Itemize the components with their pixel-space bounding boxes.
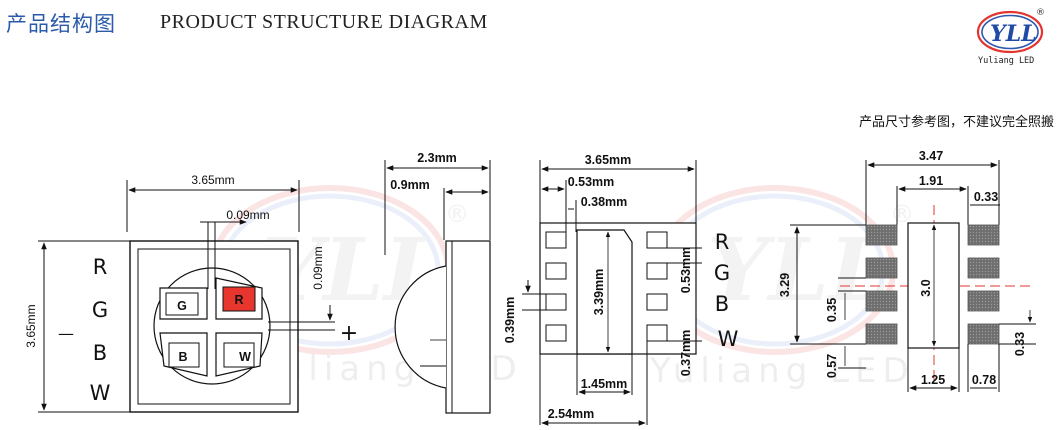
fp-gap-label: 0.35 [825,298,839,322]
logo-registered: ® [1036,8,1045,18]
chip-r-fill [222,286,256,312]
side-base-label: 0.9mm [390,178,430,192]
chip-b: B [159,332,208,377]
bottom-pad-gap-label: 0.37mm [679,330,693,377]
bottom-pad-h-left-label: 0.39mm [503,297,517,344]
fp-height-label: 3.29 [778,273,792,297]
watermark-registered: ® [445,200,469,228]
front-label-w: W [90,381,111,405]
front-view: 3.65mm 3.65mm 0.09mm 0.09mm G R [24,173,358,413]
front-gap-h-label: 0.09mm [226,208,269,222]
front-width-label: 3.65mm [191,173,234,187]
front-label-b: B [93,341,107,365]
page-title-en: PRODUCT STRUCTURE DIAGRAM [160,11,488,33]
side-view: 2.3mm 0.9mm [384,151,491,414]
fp-pad-w-label: 0.33 [974,190,998,204]
bottom-pad-offset-label: 0.53mm [568,175,615,189]
page-title-cn: 产品结构图 [6,12,116,36]
brand-logo: YLL ® Yuliang LED [976,8,1045,66]
bottom-pad-width-label: 0.38mm [581,195,628,209]
fp-width-label: 3.47 [919,149,943,163]
chip-r: R [215,277,263,320]
fp-pitch-label: 1.25 [921,373,945,387]
watermark-mark-2: YLL [707,220,889,321]
chip-b-label: B [178,350,187,364]
bottom-label-w: W [718,327,739,351]
bottom-width-label: 3.65mm [585,153,632,167]
bottom-label-g: G [714,261,730,285]
fp-pad-h-right-label: 0.33 [1013,332,1027,356]
chip-g-label: G [177,299,187,313]
bottom-label-r: R [715,230,730,254]
chip-g: G [159,287,208,320]
bottom-pad-h-right-label: 0.53mm [679,247,693,294]
footprint-view: 3.47 1.91 0.33 3.0 3.29 0.35 [778,149,1036,392]
front-label-g: G [92,298,108,322]
front-height-label: 3.65mm [24,304,38,347]
reference-note: 产品尺寸参考图，不建议完全照搬 [858,115,1054,130]
bottom-center-w-label: 1.45mm [581,377,628,391]
chip-w: W [215,332,263,377]
front-label-r: R [93,255,108,279]
chip-r-label: R [234,293,243,307]
front-gap-v-label: 0.09mm [311,246,325,289]
fp-pad-len-label: 0.78 [972,373,996,387]
fp-center-h-label: 3.0 [919,279,933,296]
fp-center-w-label: 1.91 [919,174,943,188]
polarity-minus: — [58,324,74,343]
watermark-text-2: Yuliang LED [649,351,915,391]
side-total-label: 2.3mm [417,151,457,165]
bottom-view: 3.65mm 0.53mm 0.38mm 3.39mm 0.39mm 0.53m… [503,153,739,426]
polarity-plus: + [340,321,358,346]
chip-w-label: W [239,350,251,364]
bottom-label-b: B [715,292,729,316]
bottom-pitch-label: 2.54mm [548,407,595,421]
logo-subtitle: Yuliang LED [978,56,1034,66]
bottom-center-h-label: 3.39mm [592,269,606,316]
logo-mark: YLL [990,21,1037,47]
fp-pad-bottom-label: 0.57 [825,354,839,378]
